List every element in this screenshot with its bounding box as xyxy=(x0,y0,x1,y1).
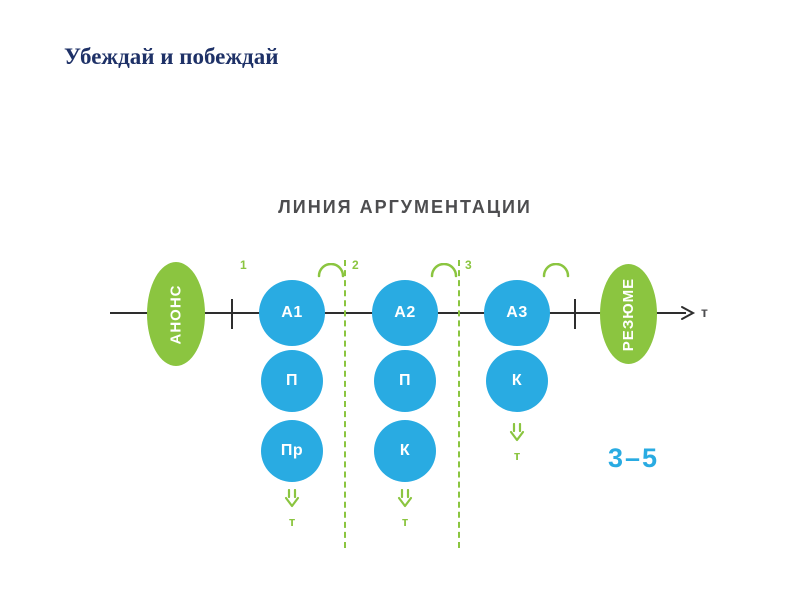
time-arrow-col3: т xyxy=(497,422,537,463)
transition-arc-icon xyxy=(317,262,345,278)
time-arrow-col2: т xyxy=(385,488,425,529)
node-p-col1: П xyxy=(261,350,323,412)
node-a3: А3 xyxy=(484,280,550,346)
duration-annotation: 3–5 xyxy=(608,443,660,473)
time-label: т xyxy=(513,448,521,463)
segment-tick-left xyxy=(231,299,233,329)
phase-divider-line xyxy=(458,260,460,548)
summary-node: РЕЗЮМЕ xyxy=(600,264,657,364)
phase-marker-3: 3 xyxy=(465,258,472,272)
node-a1: А1 xyxy=(259,280,325,346)
time-label: т xyxy=(288,514,296,529)
slide-title: Убеждай и побеждай xyxy=(64,44,279,69)
node-p-col2: П xyxy=(374,350,436,412)
segment-tick-right xyxy=(574,299,576,329)
time-arrow-col1: т xyxy=(272,488,312,529)
phase-marker-1: 1 xyxy=(240,258,247,272)
axis-time-label: т xyxy=(701,304,708,320)
diagram-title: ЛИНИЯ АРГУМЕНТАЦИИ xyxy=(278,197,532,217)
phase-marker-2: 2 xyxy=(352,258,359,272)
node-k-col3: К xyxy=(486,350,548,412)
double-down-arrow-icon xyxy=(509,422,525,442)
time-label: т xyxy=(401,514,409,529)
double-down-arrow-icon xyxy=(284,488,300,508)
node-pr-col1: Пр xyxy=(261,420,323,482)
transition-arc-icon xyxy=(430,262,458,278)
transition-arc-icon xyxy=(542,262,570,278)
axis-arrow-icon xyxy=(680,305,696,321)
announce-label: АНОНС xyxy=(167,284,185,344)
node-a2: А2 xyxy=(372,280,438,346)
node-k-col2: К xyxy=(374,420,436,482)
announce-node: АНОНС xyxy=(147,262,205,366)
summary-label: РЕЗЮМЕ xyxy=(620,277,638,351)
double-down-arrow-icon xyxy=(397,488,413,508)
phase-divider-line xyxy=(344,260,346,548)
